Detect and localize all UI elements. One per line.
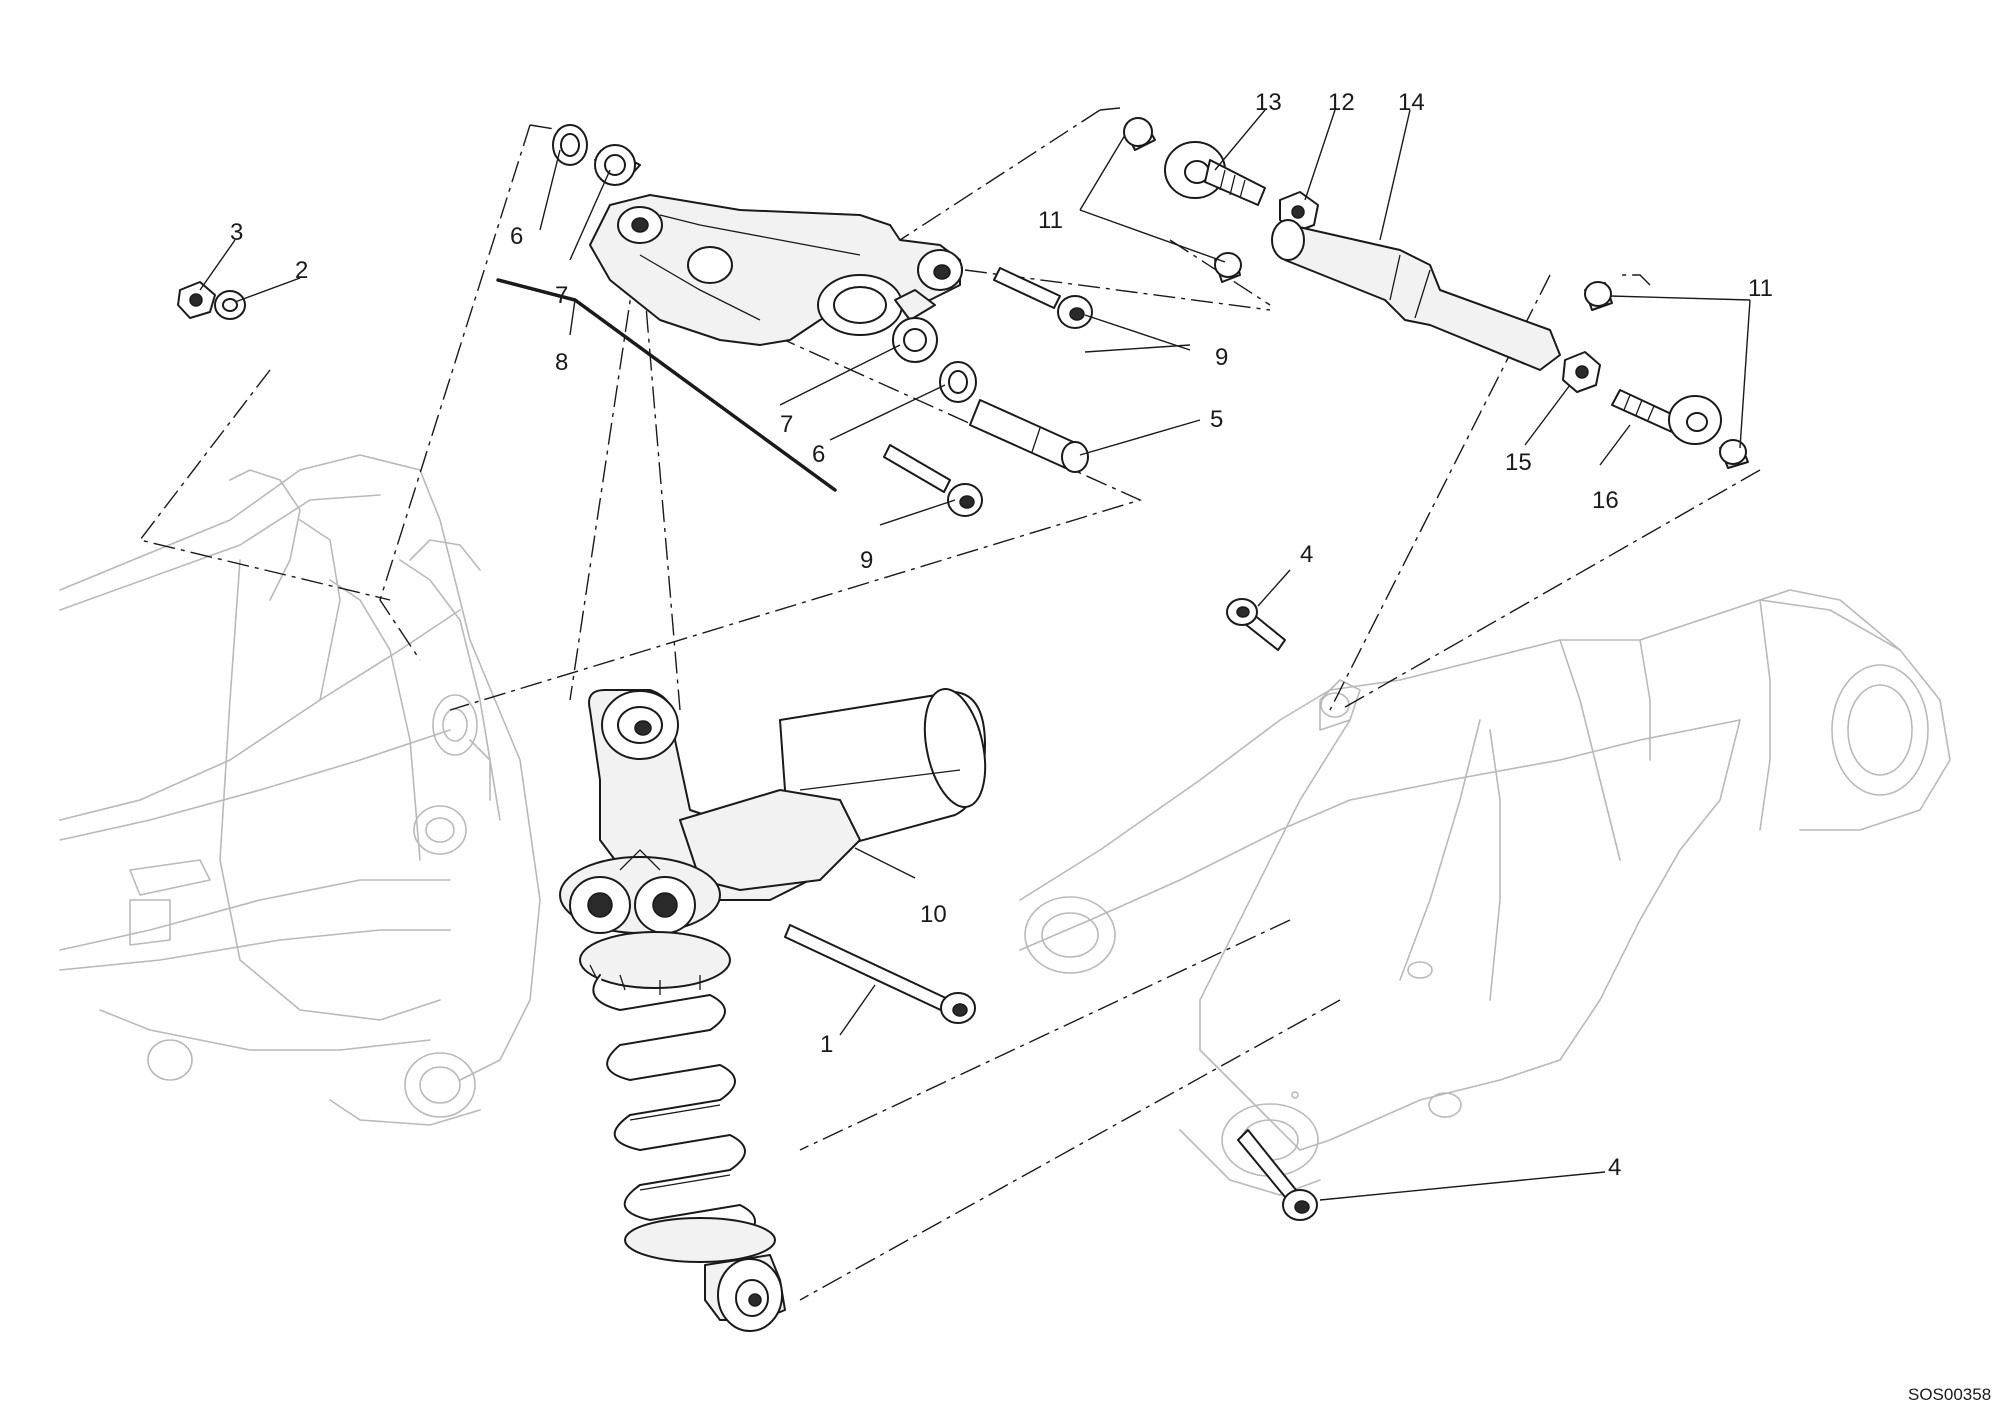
reference-code: SOS00358 (1908, 1385, 1991, 1404)
callout-9-lower: 9 (860, 547, 873, 574)
callout-9-upper: 9 (1215, 344, 1228, 371)
callout-3: 3 (230, 219, 243, 246)
leader-lines (199, 109, 1751, 1201)
callout-14: 14 (1398, 89, 1425, 116)
callout-5: 5 (1210, 406, 1223, 433)
swingarm-outline (1019, 589, 1951, 1196)
callout-11-left: 11 (1038, 207, 1063, 234)
bolt-1 (784, 924, 976, 1024)
callout-10: 10 (920, 901, 947, 928)
callout-15: 15 (1505, 449, 1532, 476)
callout-16: 16 (1592, 487, 1619, 514)
callout-8: 8 (555, 349, 568, 376)
callout-7-lower: 7 (780, 411, 793, 438)
callout-6-upper: 6 (510, 223, 523, 250)
callout-labels: 1 2 3 4 4 5 6 6 7 7 8 9 9 10 11 11 12 13… (230, 89, 1773, 1181)
callout-12: 12 (1328, 89, 1355, 116)
bracket-8-tick (569, 299, 576, 336)
frame-outline (59, 454, 541, 1126)
callout-2: 2 (295, 257, 308, 284)
bolt-4-upper (1226, 598, 1286, 651)
shock-absorber (559, 688, 987, 1332)
callout-6-lower: 6 (812, 441, 825, 468)
tie-rod (1123, 117, 1749, 469)
rocker-parts (177, 124, 1093, 517)
rocker-linkage (589, 194, 963, 346)
bolt-4-lower (1237, 1129, 1318, 1221)
callout-11-right: 11 (1748, 275, 1773, 302)
callout-4-lower: 4 (1608, 1154, 1621, 1181)
callout-7-upper: 7 (555, 282, 568, 309)
callout-1: 1 (820, 1031, 833, 1058)
callout-4-upper: 4 (1300, 541, 1313, 568)
callout-13: 13 (1255, 89, 1282, 116)
